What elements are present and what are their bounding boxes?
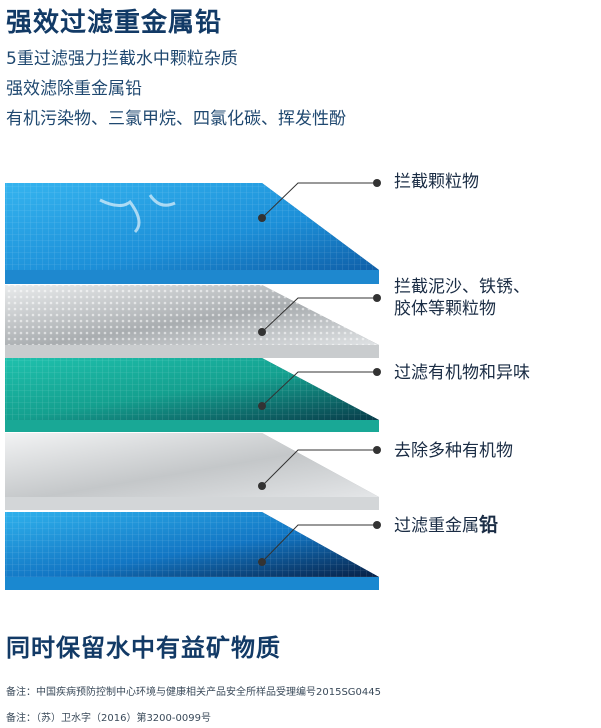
filter-layers-diagram [0, 170, 601, 600]
layer-5-label: 过滤重金属铅 [394, 514, 498, 537]
layer-5-label-main: 过滤重金属 [394, 516, 479, 536]
layer-3-label: 过滤有机物和异味 [394, 363, 530, 383]
feature-line: 强效滤除重金属铅 [6, 79, 142, 99]
layer-2-label-line2: 胶体等颗粒物 [394, 299, 496, 319]
layer-1-plate [5, 183, 379, 284]
layer-4-label: 去除多种有机物 [394, 441, 513, 461]
layer-4-plate [5, 433, 379, 510]
section-subtitle: 同时保留水中有益矿物质 [6, 634, 281, 662]
layer-5-label-emphasis: 铅 [479, 514, 499, 536]
layer-1-label: 拦截颗粒物 [394, 172, 479, 192]
footnote: 备注：（苏）卫水字（2016）第3200-0099号 [6, 713, 211, 724]
footnote: 备注：中国疾病预防控制中心环境与健康相关产品安全所样品受理编号2015SG044… [6, 687, 381, 698]
page-title: 强效过滤重金属铅 [6, 8, 223, 38]
layer-2-label-line1: 拦截泥沙、铁锈、 [394, 277, 530, 297]
layer-3-plate [5, 358, 379, 432]
feature-line: 有机污染物、三氯甲烷、四氯化碳、挥发性酚 [6, 109, 346, 129]
layer-5-plate [5, 512, 379, 590]
feature-line: 5重过滤强力拦截水中颗粒杂质 [6, 49, 238, 69]
layer-2-plate [5, 285, 379, 358]
